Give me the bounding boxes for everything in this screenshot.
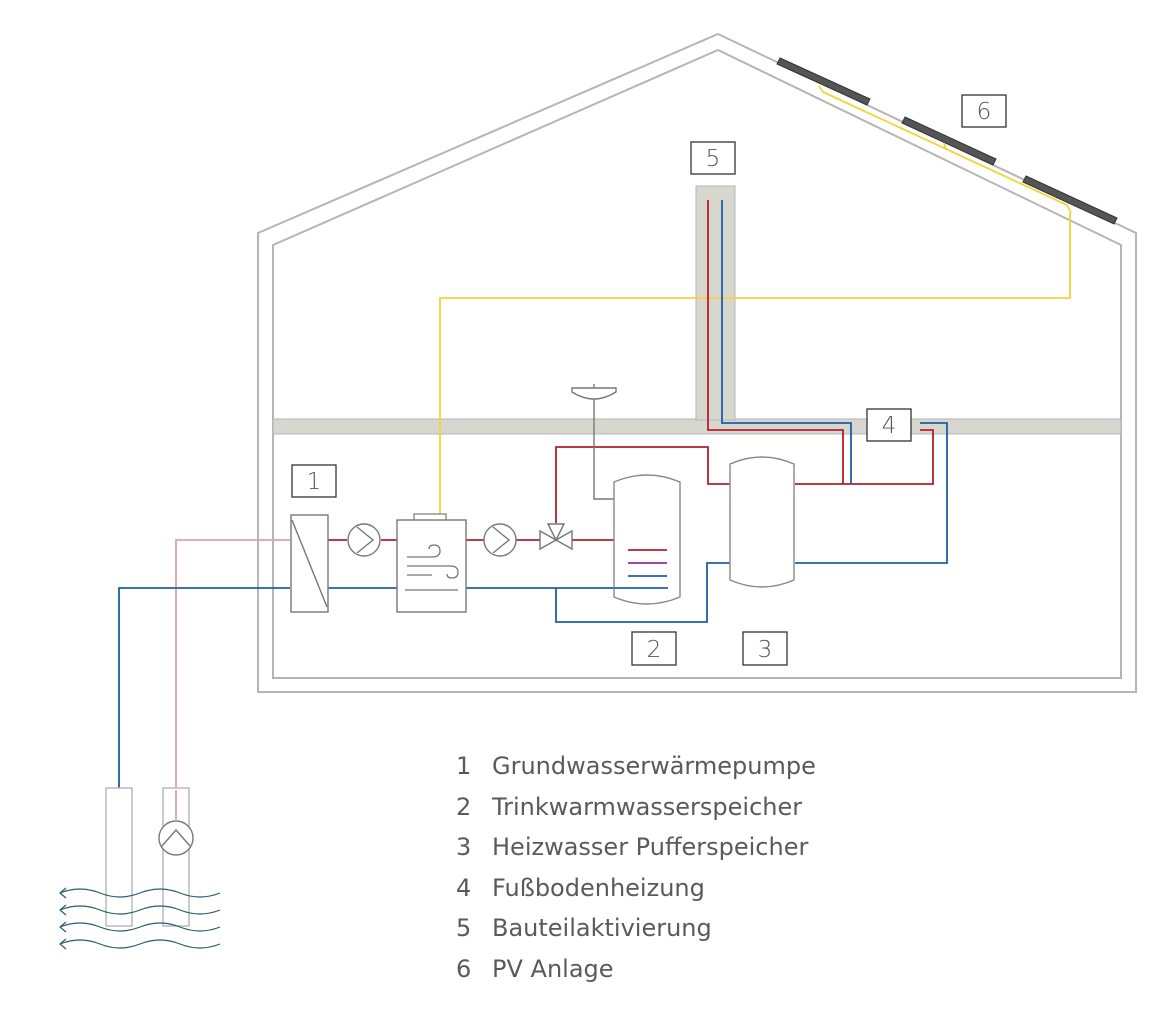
legend-text: PV Anlage (492, 954, 614, 983)
label-box-4 (866, 408, 912, 442)
wave-4 (59, 939, 221, 949)
legend-text: Bauteilaktivierung (492, 914, 712, 942)
house-inner-wall (272, 48, 1122, 679)
wave-2 (59, 905, 221, 915)
wave-1 (59, 888, 221, 898)
label-number-5: 5 (706, 146, 721, 172)
pump-2-symbol (492, 526, 511, 554)
label-number-6: 6 (977, 99, 992, 125)
expansion-vessel (571, 384, 617, 500)
expansion-vessel-body (571, 387, 617, 400)
pump-1-circle (347, 523, 381, 557)
label-box-2 (631, 631, 677, 666)
label-number-2: 2 (647, 637, 662, 663)
label-box-6 (961, 94, 1007, 128)
label-dhw: 2 (631, 631, 677, 666)
valve-left (539, 529, 558, 551)
legend-number: 6 (456, 954, 472, 983)
legend-number: 3 (456, 833, 472, 861)
label-hp: 1 (291, 464, 337, 498)
valve-top (546, 523, 566, 542)
legend-number: 1 (456, 752, 472, 780)
concrete-core (695, 185, 736, 421)
pv-string-cable (818, 85, 1072, 214)
label-pv: 6 (961, 94, 1007, 128)
dhw-storage-tank (613, 474, 681, 605)
legend-item: 1 Grundwasserwärmepumpe (456, 752, 816, 793)
buffer-to-floor-line (795, 429, 934, 485)
legend-item: 6 PV Anlage (456, 955, 816, 996)
pv-panel-2 (901, 116, 997, 166)
legend: 1 Grundwasserwärmepumpe 2 Trinkwarmwassers… (456, 752, 816, 995)
buffer-feed-line (555, 446, 730, 523)
pv-panel-1 (776, 57, 871, 106)
return-well (105, 787, 133, 927)
tabs-supply-line (707, 200, 844, 484)
label-number-3: 3 (758, 637, 773, 663)
wave-arrows (59, 887, 67, 950)
pump-1-symbol (356, 526, 375, 554)
label-floor: 4 (866, 408, 912, 442)
legend-text: Fußbodenheizung (492, 873, 705, 902)
well-pump (158, 820, 194, 856)
legend-item: 4 Fußbodenheizung (456, 874, 816, 915)
well-pump-circle (158, 820, 194, 856)
fan-line-1 (407, 544, 441, 558)
label-tabs: 5 (690, 141, 736, 175)
buffer-storage-tank (729, 456, 795, 588)
buffer-return-line (795, 422, 948, 564)
heat-exchanger-diagonal (291, 519, 328, 608)
dhw-return-line (555, 562, 730, 623)
floor-slab (272, 418, 1122, 435)
well-return-pipe (118, 587, 290, 790)
legend-number: 4 (456, 873, 472, 902)
label-box-1 (291, 464, 337, 498)
pv-main-cable (439, 213, 1071, 514)
label-number-1: 1 (307, 469, 322, 495)
legend-text: Heizwasser Pufferspeicher (492, 833, 809, 861)
well-pump-symbol (161, 828, 191, 847)
pump-2-circle (483, 523, 517, 557)
pv-cable (439, 85, 1072, 514)
pv-panels (776, 57, 1118, 225)
tabs-return-line (721, 200, 852, 484)
legend-text: Grundwasserwärmepumpe (492, 752, 816, 780)
legend-text: Trinkwarmwasserspeicher (492, 792, 803, 821)
legend-number: 2 (456, 792, 472, 821)
well-supply-pipe (175, 539, 290, 790)
circulation-pump-2 (483, 523, 517, 557)
label-number-4: 4 (882, 413, 897, 439)
well-pipes (118, 539, 290, 912)
label-buffer: 3 (742, 631, 788, 666)
legend-item: 3 Heizwasser Pufferspeicher (456, 833, 816, 874)
valve-right (554, 529, 573, 551)
pv-panel-3 (1022, 175, 1118, 225)
label-box-5 (690, 141, 736, 175)
heat-exchanger (290, 514, 329, 613)
wave-3 (59, 922, 221, 932)
three-way-valve (539, 523, 573, 551)
circulation-pump-1 (347, 523, 381, 557)
legend-number: 5 (456, 914, 472, 942)
groundwater-waves (59, 887, 221, 950)
legend-item: 5 Bauteilaktivierung (456, 914, 816, 955)
heat-pump-unit (396, 513, 467, 613)
heat-pump-fan-icon (407, 544, 459, 579)
label-box-3 (742, 631, 788, 666)
legend-item: 2 Trinkwarmwasserspeicher (456, 793, 816, 834)
fan-line-2 (407, 565, 459, 579)
expansion-vessel-pipe (593, 400, 614, 500)
